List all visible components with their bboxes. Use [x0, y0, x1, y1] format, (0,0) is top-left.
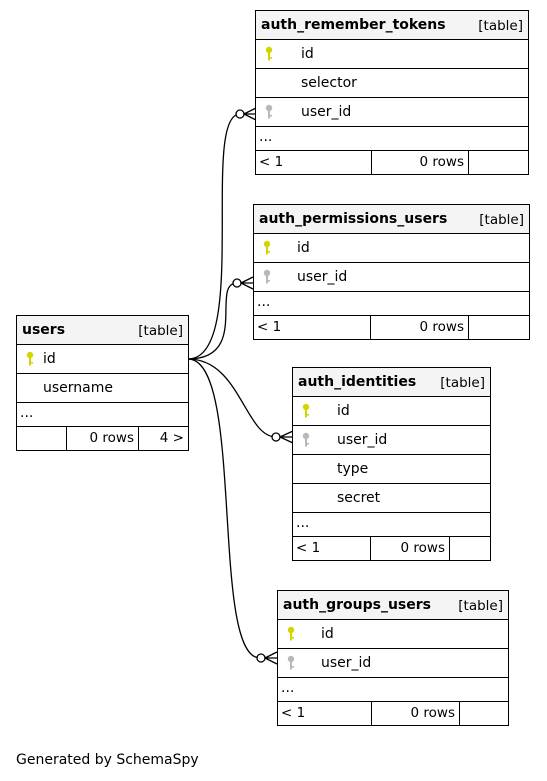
table-header: users [table] [17, 316, 188, 345]
table-type: [table] [478, 18, 523, 34]
table-type: [table] [479, 212, 524, 228]
more-columns: ... [17, 403, 188, 427]
column-row[interactable]: user_id [256, 98, 528, 127]
more-columns: ... [256, 127, 528, 151]
column-row[interactable]: id [278, 620, 508, 649]
column-name: user_id [337, 432, 388, 448]
crow-foot [279, 430, 294, 444]
column-name: user_id [321, 655, 372, 671]
column-name: secret [337, 490, 381, 506]
children-count[interactable] [469, 151, 528, 174]
column-name: id [301, 46, 314, 62]
table-auth-groups-users[interactable]: auth_groups_users [table] id user_id ...… [277, 590, 509, 726]
crow-foot [243, 107, 257, 121]
table-stats: < 1 0 rows [278, 702, 508, 725]
column-name: username [43, 380, 113, 396]
row-count: 0 rows [372, 151, 469, 174]
edge-users-auth-permissions-users [187, 282, 238, 360]
parents-count[interactable] [17, 427, 67, 450]
generated-by-footer: Generated by SchemaSpy [16, 752, 199, 768]
parents-count[interactable]: < 1 [256, 151, 372, 174]
table-header: auth_identities [table] [293, 368, 490, 397]
edge-end-circle [235, 109, 245, 119]
table-header: auth_groups_users [table] [278, 591, 508, 620]
table-name[interactable]: auth_permissions_users [259, 211, 448, 227]
primary-key-icon [286, 626, 296, 643]
table-header: auth_permissions_users [table] [254, 205, 529, 234]
foreign-key-icon [301, 432, 311, 449]
table-stats: < 1 0 rows [256, 151, 528, 174]
table-name[interactable]: auth_groups_users [283, 597, 431, 613]
column-row[interactable]: id [293, 397, 490, 426]
table-header: auth_remember_tokens [table] [256, 11, 528, 40]
table-name[interactable]: auth_remember_tokens [261, 17, 446, 33]
column-row[interactable]: user_id [254, 263, 529, 292]
table-type: [table] [138, 323, 183, 339]
children-count[interactable] [460, 702, 508, 725]
foreign-key-icon [262, 269, 272, 286]
column-row[interactable]: user_id [293, 426, 490, 455]
more-columns: ... [293, 513, 490, 537]
parents-count[interactable]: < 1 [293, 537, 371, 560]
column-row[interactable]: id [256, 40, 528, 69]
table-stats: < 1 0 rows [293, 537, 490, 560]
parents-count[interactable]: < 1 [278, 702, 372, 725]
column-name: type [337, 461, 369, 477]
edge-users-auth-remember-tokens [187, 113, 241, 360]
parents-count[interactable]: < 1 [254, 316, 371, 339]
primary-key-icon [262, 240, 272, 257]
table-auth-permissions-users[interactable]: auth_permissions_users [table] id user_i… [253, 204, 530, 340]
table-users[interactable]: users [table] id username ... 0 rows 4 > [16, 315, 189, 451]
crow-foot [264, 651, 278, 665]
column-row[interactable]: user_id [278, 649, 508, 678]
table-auth-remember-tokens[interactable]: auth_remember_tokens [table] id selector… [255, 10, 529, 175]
column-name: id [43, 351, 56, 367]
column-name: id [297, 240, 310, 256]
table-name[interactable]: auth_identities [298, 374, 417, 390]
edge-end-circle [256, 653, 266, 663]
table-auth-identities[interactable]: auth_identities [table] id user_id type … [292, 367, 491, 561]
children-count[interactable] [450, 537, 490, 560]
foreign-key-icon [286, 655, 296, 672]
row-count: 0 rows [371, 316, 469, 339]
foreign-key-icon [264, 104, 274, 121]
row-count: 0 rows [372, 702, 460, 725]
primary-key-icon [301, 403, 311, 420]
column-name: user_id [297, 269, 348, 285]
column-row[interactable]: username [17, 374, 188, 403]
row-count: 0 rows [67, 427, 139, 450]
column-row[interactable]: type [293, 455, 490, 484]
more-columns: ... [254, 292, 529, 316]
primary-key-icon [25, 351, 35, 368]
edge-users-auth-identities [187, 358, 277, 438]
column-row[interactable]: id [17, 345, 188, 374]
column-name: id [321, 626, 334, 642]
row-count: 0 rows [371, 537, 450, 560]
column-name: user_id [301, 104, 352, 120]
edge-end-circle [232, 278, 242, 288]
more-columns: ... [278, 678, 508, 702]
table-stats: 0 rows 4 > [17, 427, 188, 450]
primary-key-icon [264, 46, 274, 63]
column-name: selector [301, 75, 357, 91]
table-type: [table] [458, 598, 503, 614]
column-row[interactable]: secret [293, 484, 490, 513]
column-row[interactable]: selector [256, 69, 528, 98]
edge-end-circle [271, 432, 281, 442]
edge-users-auth-groups-users [187, 358, 261, 659]
children-count[interactable]: 4 > [159, 430, 184, 446]
crow-foot [240, 276, 254, 290]
children-count[interactable] [469, 316, 529, 339]
table-stats: < 1 0 rows [254, 316, 529, 339]
table-name[interactable]: users [22, 322, 66, 338]
column-row[interactable]: id [254, 234, 529, 263]
table-type: [table] [440, 375, 485, 391]
column-name: id [337, 403, 350, 419]
